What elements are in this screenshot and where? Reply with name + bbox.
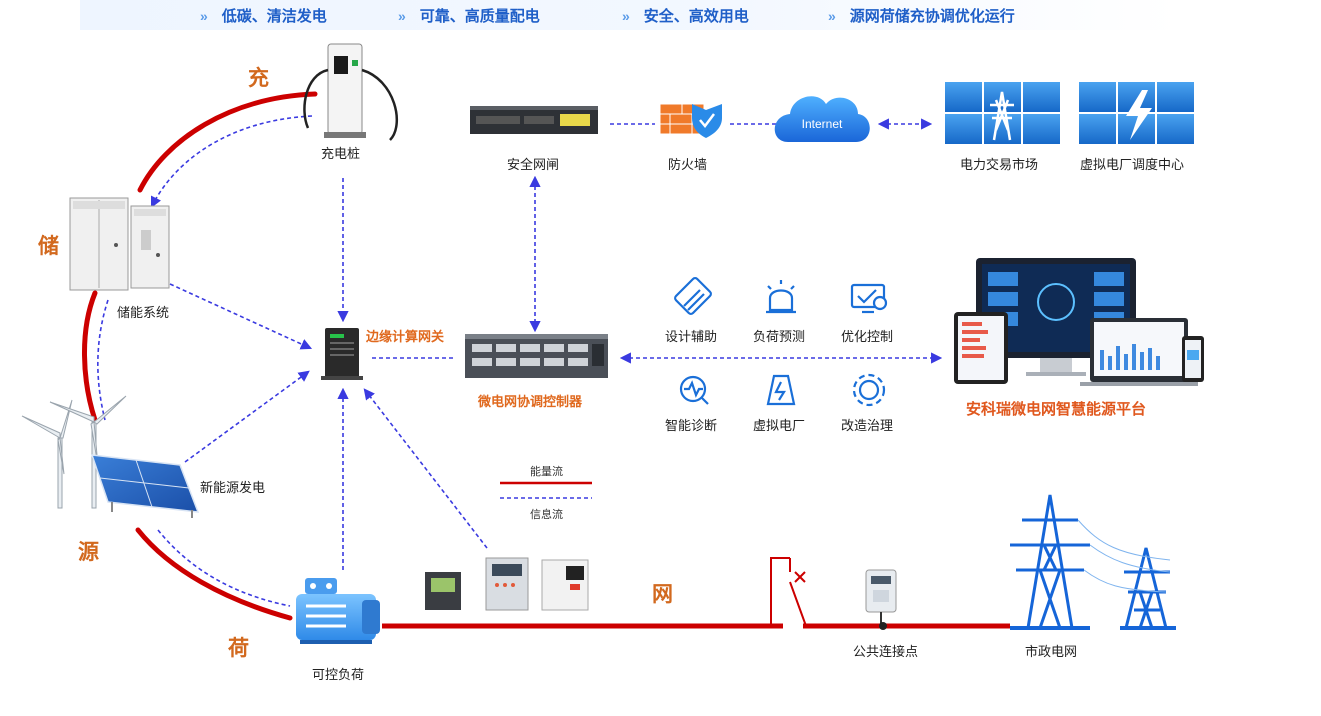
slogan-text: 安全、高效用电: [643, 8, 749, 25]
function-label-vpp: 虚拟电厂: [753, 418, 806, 433]
chevron-icon: »: [398, 8, 406, 24]
label-grid: 网: [652, 583, 673, 606]
gateway-label: 边缘计算网关: [366, 329, 445, 344]
info-flow-lines: [169, 118, 943, 570]
platform-devices-icon: [954, 258, 1204, 386]
power-market-icon: [945, 82, 1060, 144]
internet-cloud-icon: Internet: [774, 96, 870, 142]
function-label-retrofit: 改造治理: [841, 418, 894, 433]
meter-devices-icon: [425, 557, 589, 611]
slogan-text: 源网荷储充协调优化运行: [849, 8, 1015, 25]
slogan-banner: [80, 0, 1180, 30]
legend-info-label: 信息流: [530, 509, 563, 521]
label-charge: 充: [248, 67, 269, 90]
internet-label: Internet: [802, 117, 843, 131]
energy-meter-icon: [865, 569, 897, 630]
security-gateway-label: 安全网闸: [507, 157, 560, 172]
wind-turbine-icon: [21, 395, 127, 509]
optimize-control-icon: [850, 283, 888, 314]
slogan-text: 可靠、高质量配电: [419, 8, 540, 25]
label-source: 源: [78, 541, 99, 564]
firewall-label: 防火墙: [668, 157, 708, 172]
controller-icon: [465, 334, 608, 378]
municipal-grid-label: 市政电网: [1025, 644, 1078, 659]
slogan-1: » 低碳、清洁发电: [200, 5, 327, 26]
load-label: 可控负荷: [312, 667, 365, 682]
label-storage: 储: [38, 235, 59, 258]
platform-title: 安科瑞微电网智慧能源平台: [966, 401, 1147, 418]
load-forecast-icon: [766, 280, 796, 314]
function-label-optimize: 优化控制: [841, 329, 894, 344]
virtual-plant-icon: [766, 374, 796, 406]
retrofit-governance-icon: [852, 373, 886, 407]
chevron-icon: »: [200, 8, 208, 24]
charger-icon: [303, 43, 398, 141]
info-cycle-arcs: [97, 115, 313, 607]
charger-label: 充电桩: [321, 146, 361, 161]
label-load: 荷: [228, 637, 249, 660]
pcc-label: 公共连接点: [853, 644, 919, 659]
power-lines: [1077, 519, 1171, 593]
storage-cabinet-icon: [69, 197, 170, 291]
gateway-icon: [321, 328, 363, 380]
solar-panel-icon: [90, 454, 200, 518]
transmission-tower-icon: [1010, 494, 1176, 630]
switch-icon: [770, 557, 807, 627]
slogan-3: » 安全、高效用电: [622, 5, 749, 26]
renewable-label: 新能源发电: [200, 480, 266, 495]
slogan-2: » 可靠、高质量配电: [398, 5, 540, 26]
slogan-4: » 源网荷储充协调优化运行: [828, 5, 1015, 26]
function-label-diagnosis: 智能诊断: [665, 418, 718, 433]
storage-label: 储能系统: [117, 305, 170, 320]
energy-cycle-arcs: [82, 91, 318, 621]
design-assist-icon: [674, 277, 712, 315]
vpp-center-icon: [1079, 82, 1194, 144]
security-gateway-icon: [470, 106, 598, 134]
chevron-icon: »: [828, 8, 836, 24]
legend-energy-label: 能量流: [530, 466, 563, 478]
smart-diagnosis-icon: [679, 375, 709, 405]
slogan-text: 低碳、清洁发电: [221, 8, 327, 25]
vpp-center-label: 虚拟电厂调度中心: [1080, 157, 1185, 172]
power-market-label: 电力交易市场: [960, 157, 1039, 172]
controller-label: 微电网协调控制器: [478, 394, 583, 409]
firewall-icon: [659, 103, 722, 138]
function-label-design: 设计辅助: [665, 329, 718, 344]
motor-icon: [296, 578, 380, 644]
function-label-forecast: 负荷预测: [753, 329, 806, 344]
chevron-icon: »: [622, 8, 630, 24]
